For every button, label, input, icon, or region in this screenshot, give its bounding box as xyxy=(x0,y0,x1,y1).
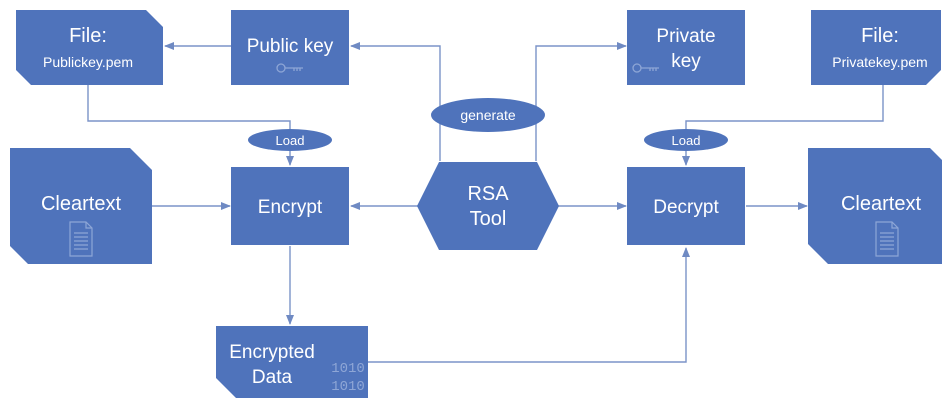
load-left-label: Load xyxy=(276,133,305,148)
load-left-node: Load xyxy=(248,129,332,151)
arrow-encrypted-data-to-decrypt xyxy=(368,247,690,363)
document-icon xyxy=(875,221,899,257)
document-icon xyxy=(69,221,93,257)
file-privatekey-name: Privatekey.pem xyxy=(832,54,927,70)
rsa-tool-node: RSA Tool xyxy=(417,162,559,250)
encrypted-data-label-line1: Encrypted xyxy=(229,342,315,363)
file-publickey-name: Publickey.pem xyxy=(43,54,133,70)
file-privatekey-title: File: xyxy=(861,25,899,47)
load-right-node: Load xyxy=(644,129,728,151)
generate-label: generate xyxy=(460,107,515,123)
encrypted-data-node: Encrypted Data 1010 1010 xyxy=(216,326,368,398)
arrow-rsa-to-private-key xyxy=(535,42,627,161)
cleartext-left-node: Cleartext xyxy=(10,148,152,264)
public-key-label: Public key xyxy=(247,36,334,57)
line-file-public-to-load xyxy=(87,85,291,129)
private-key-label-line2: key xyxy=(671,51,701,72)
private-key-node: Private key xyxy=(627,10,745,85)
binary-line2: 1010 xyxy=(331,379,365,395)
generate-node: generate xyxy=(431,98,545,132)
load-right-label: Load xyxy=(672,133,701,148)
key-icon xyxy=(276,63,303,73)
line-file-private-to-load xyxy=(685,85,884,129)
binary-line1: 1010 xyxy=(331,361,365,377)
private-key-label-line1: Private xyxy=(656,26,715,47)
rsa-tool-label-line1: RSA xyxy=(467,183,509,205)
key-icon xyxy=(632,63,659,73)
cleartext-right-node: Cleartext xyxy=(808,148,942,264)
file-publickey-node: File: Publickey.pem xyxy=(16,10,163,85)
decrypt-label: Decrypt xyxy=(653,197,719,218)
file-publickey-title: File: xyxy=(69,25,107,47)
public-key-node: Public key xyxy=(231,10,349,85)
encrypt-label: Encrypt xyxy=(258,197,323,218)
arrow-rsa-to-public-key xyxy=(350,42,441,161)
cleartext-left-label: Cleartext xyxy=(41,193,121,215)
file-privatekey-node: File: Privatekey.pem xyxy=(811,10,941,85)
rsa-tool-label-line2: Tool xyxy=(470,208,507,230)
encrypted-data-label-line2: Data xyxy=(252,367,293,388)
cleartext-right-label: Cleartext xyxy=(841,193,921,215)
encrypt-node: Encrypt xyxy=(231,167,349,245)
binary-icon: 1010 1010 xyxy=(331,361,365,395)
decrypt-node: Decrypt xyxy=(627,167,745,245)
